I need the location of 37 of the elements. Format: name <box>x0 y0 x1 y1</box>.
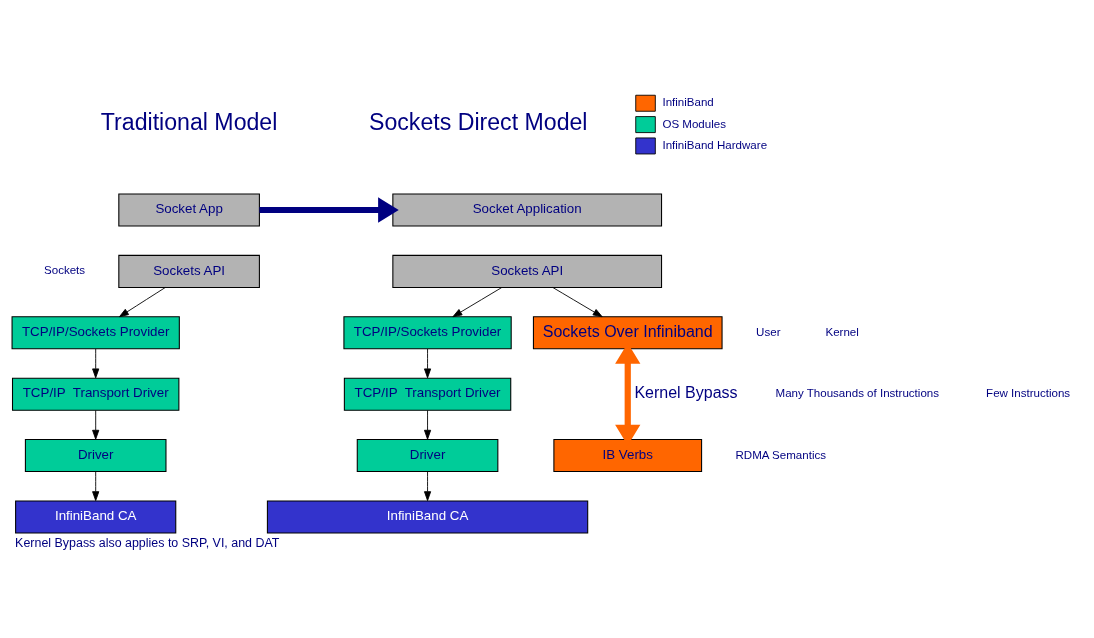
node-box: IB Verbs <box>553 439 703 473</box>
node-box: InfiniBand CA <box>15 500 177 534</box>
legend-label: OS Modules <box>662 117 726 130</box>
node-box: Sockets API <box>392 254 663 288</box>
node-box: Sockets API <box>118 254 260 288</box>
arrow <box>452 287 503 318</box>
label: Sockets Direct Model <box>369 109 588 136</box>
node-box: Driver <box>356 439 499 473</box>
legend-label: InfiniBand Hardware <box>662 138 768 151</box>
node-box: Driver <box>24 439 167 473</box>
caption: Kernel Bypass also applies to SRP, VI, and DAT <box>15 535 280 550</box>
node-box: InfiniBand CA <box>266 500 589 534</box>
arrow <box>424 348 432 379</box>
edge-label: Kernel Bypass <box>634 384 738 402</box>
node-box: Socket App <box>118 193 260 227</box>
arrow <box>119 287 166 318</box>
node-box: Sockets Over Infiniband <box>532 316 723 350</box>
arrow <box>92 348 100 379</box>
legend-label: InfiniBand <box>662 96 714 109</box>
node-box: TCP/IP Transport Driver <box>343 377 512 411</box>
arrow <box>92 471 100 501</box>
label: Many Thousands of Instructions <box>775 387 940 400</box>
node-box: TCP/IP/Sockets Provider <box>11 316 180 350</box>
arrow <box>552 287 603 318</box>
arrow <box>259 197 399 223</box>
label: Few Instructions <box>986 387 1071 400</box>
arrow <box>424 409 432 440</box>
label: RDMA Semantics <box>735 448 827 461</box>
node-box: TCP/IP Transport Driver <box>11 377 180 411</box>
label: Sockets <box>44 264 86 277</box>
node-box: Socket Application <box>392 193 663 227</box>
node-box: TCP/IP/Sockets Provider <box>343 316 512 350</box>
label: Kernel <box>825 325 859 338</box>
label: Traditional Model <box>100 109 278 136</box>
arrow <box>92 409 100 440</box>
label: User <box>756 325 781 338</box>
arrow <box>424 471 432 501</box>
